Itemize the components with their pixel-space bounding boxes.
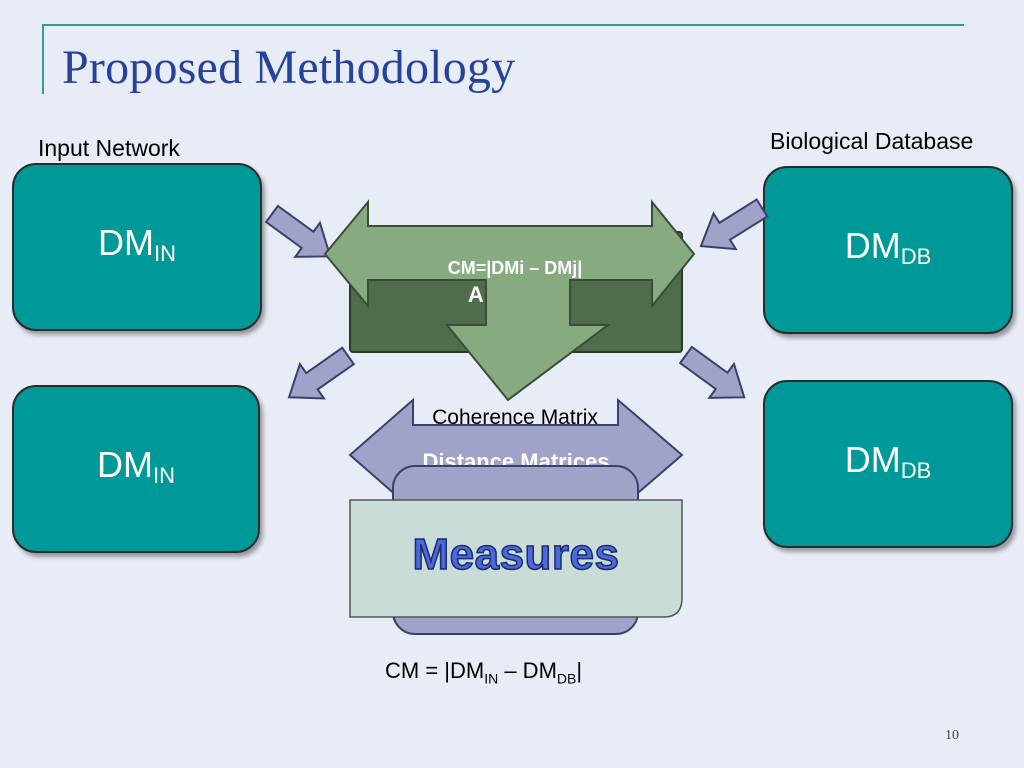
dm-db-bottom-box: DMDB [763,380,1013,548]
formula: CM = |DMIN – DMDB| [385,658,583,687]
biological-database-label: Biological Database [770,128,974,154]
measures-text: Measures [412,529,620,580]
page-number: 10 [945,728,959,743]
title-accent-bar [42,26,44,94]
dm-in-bottom-box: DMIN [12,385,260,553]
dm-in-top-box: DMIN [12,163,262,331]
coherence-arrow [323,199,696,402]
arrow-center-to-dm-in [287,346,356,400]
arrow-center-to-dm-db [678,345,746,399]
dm-in-bottom-label: DMIN [97,444,175,488]
dm-db-top-box: DMDB [763,166,1013,334]
dm-in-top-label: DMIN [98,222,176,266]
slide-title: Proposed Methodology [62,41,516,94]
top-rule [42,24,964,26]
measures-box [349,499,683,618]
dm-db-top-label: DMDB [844,225,932,269]
arrow-dm-db-to-center [699,198,769,251]
dm-db-bottom-label: DMDB [844,439,932,483]
coherence-arrow-text: CM=|DMi – DMj| [447,258,583,278]
arrow-dm-in-to-center [264,204,332,258]
input-network-label: Input Network [38,135,180,161]
coherence-matrix-label: Coherence Matrix [432,406,598,429]
measures-container: Measures [350,529,682,590]
